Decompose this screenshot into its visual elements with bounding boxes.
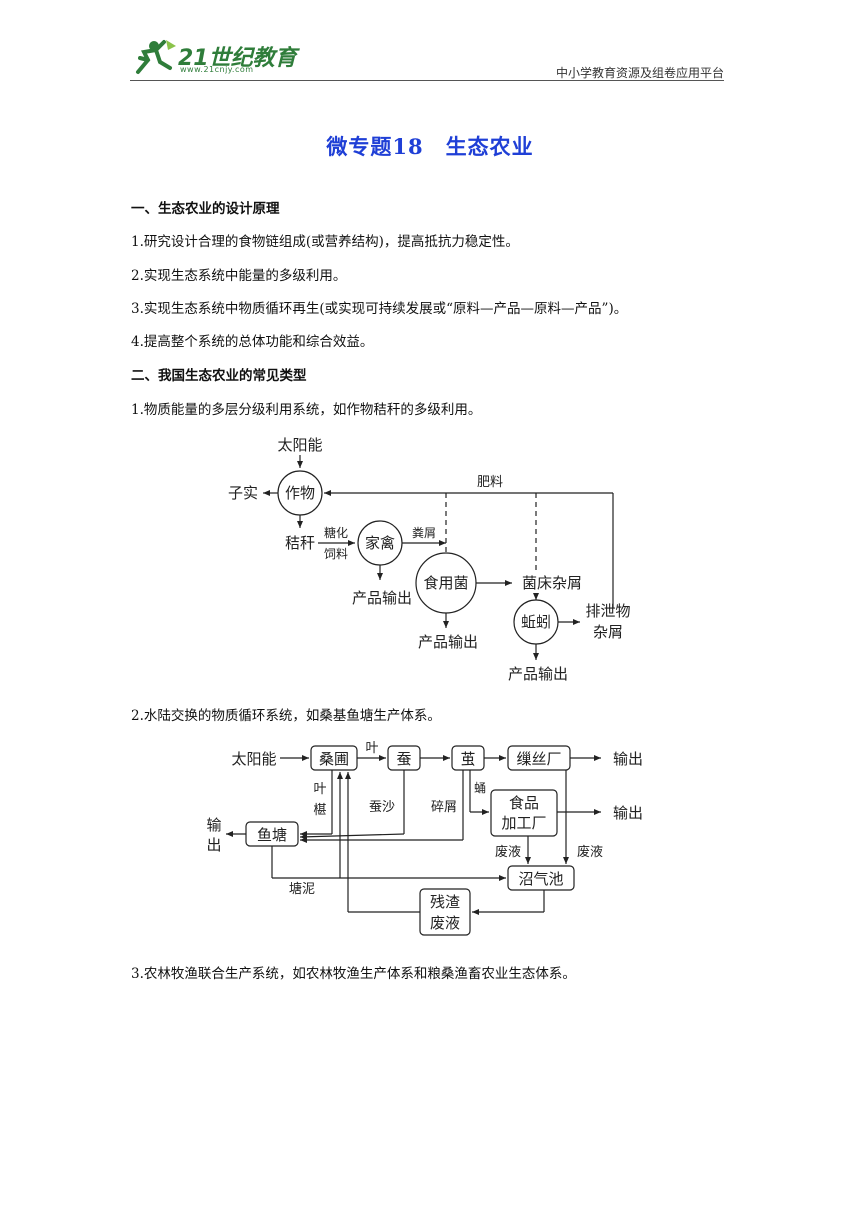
section1-item-2: 2.实现生态系统中能量的多级利用。: [131, 268, 347, 284]
d2-waste-liquid-2: 废液: [577, 844, 603, 860]
d1-excreta-line2: 杂屑: [593, 623, 623, 641]
d2-food-line1: 食品: [509, 794, 539, 812]
food-factory-box: [490, 789, 558, 837]
d2-residue-line2: 废液: [430, 914, 460, 932]
d1-fertilizer-label: 肥料: [477, 475, 503, 490]
d2-food-line2: 加工厂: [501, 814, 546, 832]
d1-mushroom-label: 食用菌: [423, 574, 468, 592]
d1-product-out-1: 产品输出: [352, 589, 412, 607]
d1-feed-label: 饲料: [324, 547, 348, 561]
platform-label: 中小学教育资源及组卷应用平台: [555, 66, 724, 80]
logo: 21世纪教育 www.21cnjy.com: [130, 38, 300, 78]
section2-item-1: 1.物质能量的多层分级利用系统，如作物秸秆的多级利用。: [131, 402, 482, 418]
d1-seeds-label: 子实: [228, 484, 258, 502]
diagram-multilevel-use: 太阳能 作物 子实 肥料 秸秆 糖化 饲料 家禽 粪屑 产品输出 食用菌 菌床杂…: [228, 436, 631, 683]
d1-earthworm-label: 蚯蚓: [521, 613, 551, 631]
d2-waste-liquid-1: 废液: [495, 844, 521, 860]
d2-output-left-2: 出: [206, 836, 221, 854]
d1-saccharify-label: 糖化: [324, 525, 348, 540]
logo-text: 21世纪教育: [178, 46, 297, 71]
d2-fish-pond-label: 鱼塘: [257, 826, 287, 844]
section2-item-2: 2.水陆交换的物质循环系统，如桑基鱼塘生产体系。: [131, 708, 441, 724]
d2-pupa-label: 蛹: [474, 781, 486, 795]
d1-product-out-3: 产品输出: [508, 665, 568, 683]
d2-silk-sand-label: 蚕沙: [369, 800, 395, 815]
d1-poultry-label: 家禽: [365, 534, 395, 552]
d1-product-out-2: 产品输出: [418, 633, 478, 651]
d2-leaf-label: 叶: [365, 741, 378, 756]
section1-item-4: 4.提高整个系统的总体功能和综合效益。: [131, 334, 374, 350]
d1-mushroom-bed-label: 菌床杂屑: [522, 574, 582, 592]
runner-logo-icon: [136, 40, 176, 74]
d1-excreta-line1: 排泄物: [585, 602, 630, 620]
section1-item-3: 3.实现生态系统中物质循环再生(或实现可持续发展或“原料—产品—原料—产品”)。: [131, 301, 628, 317]
d2-pond-mud-label: 塘泥: [289, 881, 315, 897]
d2-leaf-vertical-1: 叶: [313, 782, 326, 797]
page-header: 21世纪教育 www.21cnjy.com 中小学教育资源及组卷应用平台: [130, 38, 724, 82]
d1-straw-label: 秸秆: [285, 534, 315, 552]
d2-output-2: 输出: [613, 804, 643, 822]
d2-output-left-1: 输: [206, 816, 221, 834]
section-heading-1: 一、生态农业的设计原理: [131, 201, 280, 217]
d2-residue-line1: 残渣: [430, 893, 460, 911]
section-heading-2: 二、我国生态农业的常见类型: [131, 368, 307, 384]
section1-item-1: 1.研究设计合理的食物链组成(或营养结构)，提高抵抗力稳定性。: [131, 234, 519, 250]
page-title: 微专题18 生态农业: [326, 134, 534, 159]
d1-crop-label: 作物: [285, 484, 315, 502]
d2-scraps-label: 碎屑: [431, 800, 457, 815]
d1-sun-label: 太阳能: [277, 436, 322, 454]
header-divider: [130, 80, 724, 81]
d1-manure-label: 粪屑: [412, 526, 436, 540]
logo-url: www.21cnjy.com: [180, 65, 254, 74]
biogas-box: [507, 865, 575, 891]
d2-mulberry-label: 桑圃: [319, 750, 349, 768]
diagram-mulberry-fish-pond: 太阳能 桑圃 叶 蚕 茧 缫丝厂 输出 叶 椹 蚕沙 碎屑 蛹 食品 加工厂 输…: [206, 741, 643, 936]
d2-biogas-label: 沼气池: [518, 870, 563, 888]
d2-sun-label: 太阳能: [231, 750, 276, 768]
section2-item-3: 3.农林牧渔联合生产系统，如农林牧渔生产体系和粮桑渔畜农业生态体系。: [131, 966, 576, 982]
d2-silk-factory-label: 缫丝厂: [516, 750, 561, 768]
d2-leaf-vertical-2: 椹: [313, 803, 326, 818]
d2-cocoon-label: 茧: [460, 750, 475, 768]
d2-silkworm-label: 蚕: [396, 750, 411, 768]
d2-output-1: 输出: [613, 750, 643, 768]
